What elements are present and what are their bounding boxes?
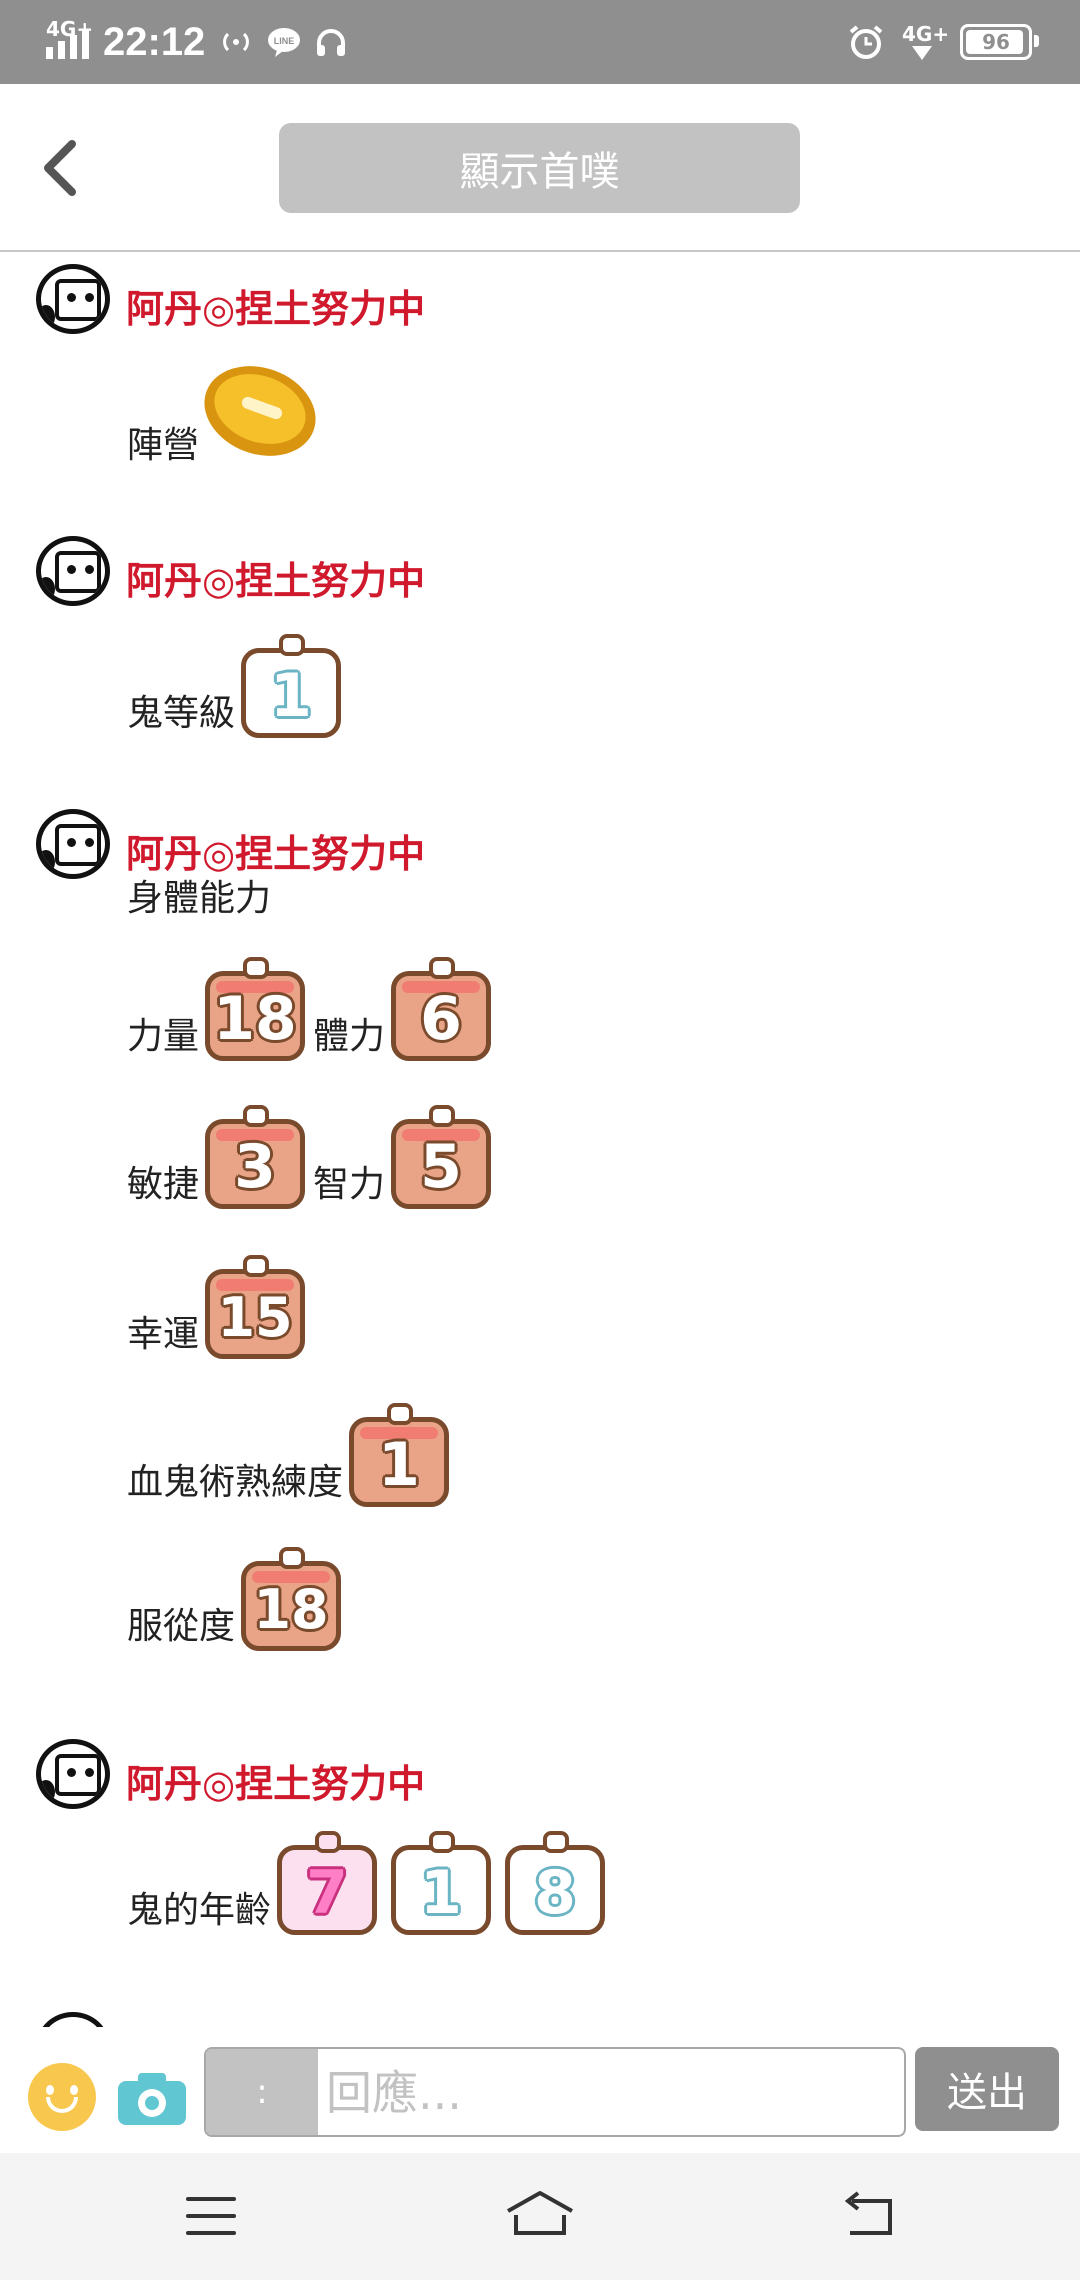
app-header: 顯示首噗 (0, 84, 1080, 252)
username[interactable]: 阿丹◎捏土努力中 (126, 1762, 426, 1806)
avatar[interactable] (36, 1739, 110, 1809)
number-badge-icon: 3 (201, 1105, 311, 1213)
network-type-left: 4G+ (46, 17, 94, 41)
stat-line: 敏捷 3 智力 5 (127, 1105, 499, 1213)
camera-icon[interactable] (118, 2069, 186, 2125)
stat-label: 血鬼術熟練度 (127, 1462, 344, 1503)
gold-coin-icon (191, 351, 329, 471)
avatar[interactable] (36, 809, 110, 879)
stat-label: 體力 (313, 1016, 386, 1057)
network-type-right: 4G+ (902, 22, 950, 46)
stat-value: 18 (213, 984, 297, 1054)
show-first-plurk-button[interactable]: 顯示首噗 (279, 123, 800, 213)
response-item: 阿丹◎捏土努力中 身體能力 力量 18 體力 6 敏捷 3 智力 (0, 797, 1080, 1717)
signal-icon: 4G+ (46, 17, 93, 59)
back-icon[interactable] (842, 2191, 896, 2239)
response-line: 鬼等級 1 (127, 634, 349, 742)
reply-field: : (204, 2047, 906, 2137)
number-badge-icon: 18 (237, 1547, 347, 1655)
mobile-data-icon: 4G+ (902, 22, 949, 62)
qualifier-selector[interactable]: : (206, 2049, 318, 2135)
stat-label: 智力 (313, 1164, 386, 1205)
response-item: 阿丹◎捏土努力中 陣營 (0, 252, 1080, 520)
svg-text:LINE: LINE (274, 36, 295, 46)
username[interactable]: 阿丹◎捏土努力中 (126, 287, 426, 331)
number-badge-icon: 15 (201, 1255, 311, 1363)
reply-input[interactable] (324, 2049, 898, 2135)
line-text: 鬼等級 (127, 693, 236, 734)
stat-line: 力量 18 體力 6 (127, 957, 499, 1065)
number-badge-icon: 7 (273, 1831, 383, 1939)
stat-label: 力量 (127, 1016, 200, 1057)
number-badge-icon: 18 (201, 957, 311, 1065)
hotspot-icon (223, 32, 250, 52)
response-item: 阿丹◎捏土努力中 鬼等級 1 (0, 524, 1080, 794)
stat-line: 服從度 18 (127, 1547, 349, 1655)
back-arrow-icon[interactable] (36, 138, 86, 198)
status-bar-left: 4G+ 22:12 LINE (46, 14, 347, 70)
stat-label: 敏捷 (127, 1164, 200, 1205)
stat-value: 6 (420, 984, 462, 1054)
clock: 22:12 (103, 19, 206, 64)
number-badge-icon: 6 (387, 957, 497, 1065)
line-app-icon: LINE (268, 28, 301, 57)
battery-icon: 96 (960, 24, 1039, 60)
number-badge-icon: 5 (387, 1105, 497, 1213)
response-feed[interactable]: 阿丹◎捏土努力中 陣營 阿丹◎捏土努力中 鬼等級 1 (0, 252, 1080, 2027)
stat-line: 幸運 15 (127, 1255, 313, 1363)
stat-value: 3 (234, 1132, 276, 1202)
number-badge-icon: 1 (237, 634, 347, 742)
stat-value: 18 (253, 1577, 329, 1641)
menu-icon[interactable] (186, 2197, 236, 2235)
response-item: 阿丹◎捏土努力中 鬼的年齡 7 1 8 (0, 1727, 1080, 1987)
number-badge-icon: 8 (501, 1831, 611, 1939)
alarm-icon (849, 25, 883, 59)
stat-label: 幸運 (127, 1314, 200, 1355)
avatar[interactable] (36, 264, 110, 334)
emoticon-icon[interactable] (28, 2063, 96, 2131)
battery-level: 96 (982, 30, 1010, 54)
line-text: 鬼的年齡 (127, 1890, 272, 1931)
response-line: 陣營 (127, 351, 329, 474)
headphones-icon (317, 29, 346, 56)
stat-value: 15 (217, 1285, 293, 1349)
home-icon[interactable] (504, 2189, 576, 2239)
age-digit: 7 (306, 1858, 348, 1928)
number-badge-icon: 1 (387, 1831, 497, 1939)
age-digit: 1 (420, 1858, 462, 1928)
username[interactable]: 阿丹◎捏土努力中 (126, 559, 426, 603)
response-heading: 身體能力 (127, 877, 271, 927)
stat-line: 血鬼術熟練度 1 (127, 1403, 457, 1511)
username[interactable]: 阿丹◎捏土努力中 (126, 832, 426, 876)
stat-label: 服從度 (127, 1606, 236, 1647)
stat-value: 5 (420, 1132, 462, 1202)
status-bar-right: 4G+ 96 (848, 14, 1039, 70)
line-text: 陣營 (127, 425, 200, 466)
status-bar: 4G+ 22:12 LINE 4G+ 96 (0, 0, 1080, 84)
response-line: 鬼的年齡 7 1 8 (127, 1831, 613, 1939)
number-badge-icon: 1 (345, 1403, 455, 1511)
badge-number: 1 (270, 661, 312, 731)
send-button[interactable]: 送出 (915, 2047, 1059, 2131)
avatar[interactable] (36, 2012, 110, 2027)
age-digit: 8 (534, 1858, 576, 1928)
reply-bar: : 送出 (0, 2027, 1080, 2153)
section-heading: 身體能力 (127, 878, 272, 919)
stat-value: 1 (378, 1430, 420, 1500)
system-nav-bar (0, 2153, 1080, 2280)
avatar[interactable] (36, 536, 110, 606)
